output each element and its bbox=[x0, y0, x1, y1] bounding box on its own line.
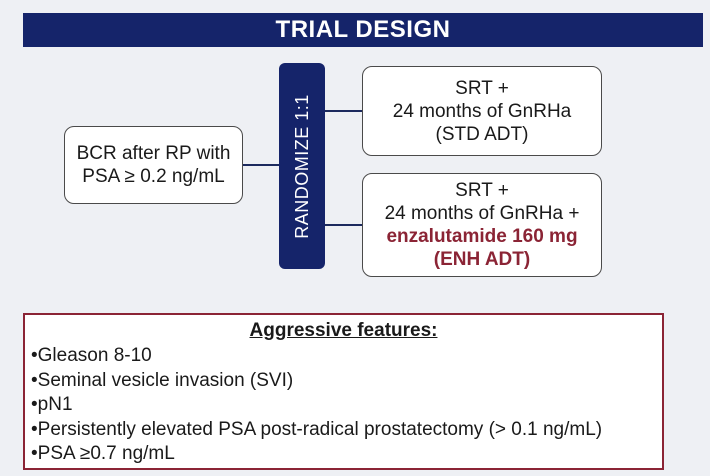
enh-line-1: SRT + bbox=[455, 180, 509, 201]
std-line-1: SRT + bbox=[455, 77, 509, 99]
list-item: Seminal vesicle invasion (SVI) bbox=[31, 369, 656, 394]
randomize-label: RANDOMIZE 1:1 bbox=[291, 93, 312, 239]
aggressive-features-box: Aggressive features: Gleason 8-10 Semina… bbox=[23, 313, 664, 470]
std-adt-arm-box: SRT + 24 months of GnRHa (STD ADT) bbox=[362, 66, 602, 156]
list-item: Persistently elevated PSA post-radical p… bbox=[31, 418, 656, 443]
bcr-line-2: PSA ≥ 0.2 ng/mL bbox=[82, 166, 225, 187]
enh-adt-arm-box: SRT + 24 months of GnRHa + enzalutamide … bbox=[362, 173, 602, 277]
enh-line-3-drug: enzalutamide 160 mg bbox=[386, 226, 578, 247]
title-bar: TRIAL DESIGN bbox=[23, 13, 703, 47]
features-list: Gleason 8-10 Seminal vesicle invasion (S… bbox=[31, 344, 656, 467]
list-item: Gleason 8-10 bbox=[31, 344, 656, 369]
features-title: Aggressive features: bbox=[249, 320, 438, 341]
list-item: pN1 bbox=[31, 393, 656, 418]
page-title: TRIAL DESIGN bbox=[275, 16, 451, 43]
bcr-line-1: BCR after RP with bbox=[76, 143, 231, 164]
enh-line-2: 24 months of GnRHa + bbox=[384, 203, 580, 224]
list-item: PSA ≥0.7 ng/mL bbox=[31, 442, 656, 467]
enh-line-4-arm: (ENH ADT) bbox=[433, 249, 531, 270]
std-line-3: (STD ADT) bbox=[435, 123, 529, 145]
std-line-2: 24 months of GnRHa bbox=[392, 100, 572, 122]
randomize-bar: RANDOMIZE 1:1 bbox=[279, 63, 325, 269]
bcr-eligibility-box: BCR after RP with PSA ≥ 0.2 ng/mL bbox=[64, 126, 243, 204]
